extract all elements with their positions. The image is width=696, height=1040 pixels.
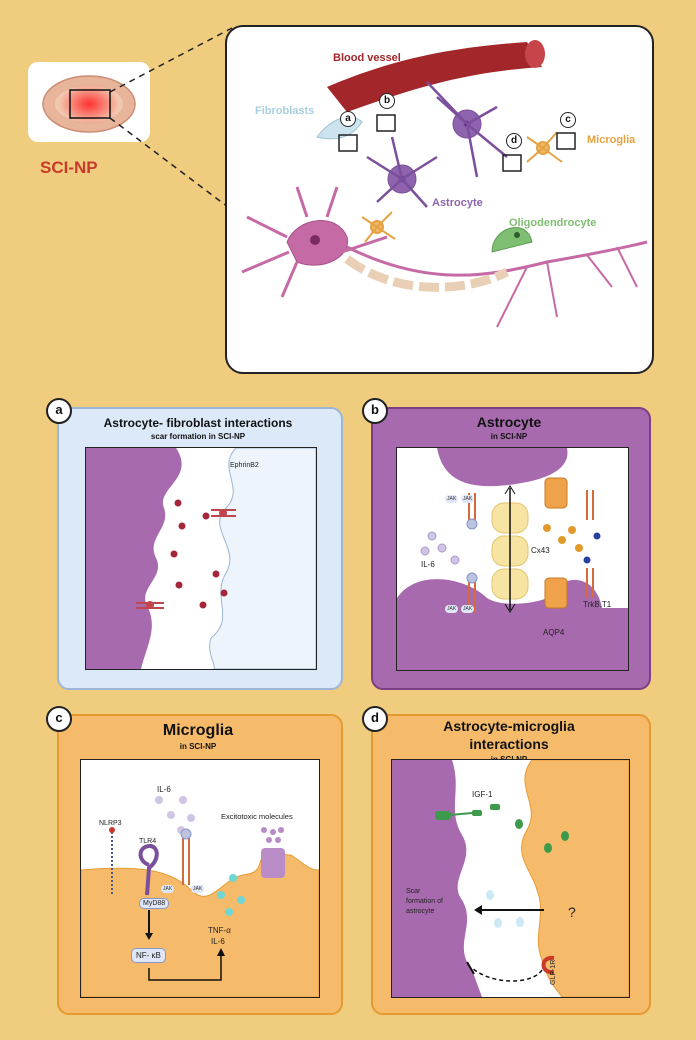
glp1r-receptor (541, 955, 555, 975)
panel-d-badge: d (362, 706, 388, 732)
panel-b-title: Astrocyte (476, 414, 542, 430)
il6-dots (155, 796, 195, 834)
neuron-shape (241, 186, 648, 328)
oligodendrocyte-label: Oligodendrocyte (509, 217, 597, 229)
marker-d: d (506, 133, 522, 149)
panel-d-title-line1: Astrocyte-microglia (443, 718, 575, 734)
panel-d-title-line2: interactions (469, 736, 549, 752)
secreted-dots (486, 890, 524, 928)
fibroblast-membrane (209, 448, 316, 669)
question-mark: ? (568, 904, 576, 920)
jak-label-c2: JAK (191, 885, 205, 893)
il6-dots (420, 531, 460, 565)
aqp4-label: AQP4 (543, 628, 565, 637)
panel-d-diagram: IGF-1 Scar formation of astrocyte ? GLP-… (391, 759, 630, 998)
myd88-label: MyD88 (139, 898, 170, 909)
jak-label-4: JAK (461, 605, 475, 613)
panel-a-diagram: EphrinB2 (85, 447, 317, 670)
arrow-to-tnf (148, 952, 222, 981)
cx43-label: Cx43 (531, 546, 550, 555)
region-markers (338, 114, 576, 172)
panel-a-subtitle: scar formation in SCI-NP (150, 432, 246, 441)
panel-b-badge: b (362, 398, 388, 424)
excitotoxic-channel (261, 827, 285, 878)
ion-dots-orange (543, 524, 583, 552)
overview-frame: Blood vessel Fibroblasts Microglia Astro… (225, 25, 654, 374)
astrocyte-shapes (366, 81, 508, 208)
panel-c-subtitle: in SCI-NP (179, 742, 217, 751)
scar-label-line1: Scar (406, 888, 421, 895)
igf1-label: IGF-1 (472, 790, 493, 799)
astrocyte-label: Astrocyte (432, 197, 483, 209)
il6-receptor (182, 838, 190, 885)
cytokine-dots (217, 874, 245, 916)
panel-b-subtitle: in SCI-NP (490, 432, 528, 441)
nlrp3-chain (109, 827, 115, 895)
igf1-dots (472, 804, 569, 853)
jak-label-1: JAK (445, 495, 459, 503)
spinal-cord-thumbnail-card (28, 62, 150, 142)
sci-np-label: SCI-NP (40, 158, 98, 177)
astrocyte-membrane (392, 760, 482, 997)
igf1-receptor (435, 811, 473, 820)
ephrin-receptor (136, 509, 236, 609)
spinal-cord-cross-section-icon (42, 75, 136, 133)
jak-label-c1: JAK (161, 885, 175, 893)
signal-dots (170, 499, 228, 609)
panel-a-title: Astrocyte- fibroblast interactions (103, 416, 293, 430)
microglia-shapes (361, 131, 563, 243)
inhibition-path (471, 967, 543, 982)
il6-label: IL-6 (421, 560, 435, 569)
il6-output-label: IL-6 (211, 937, 225, 946)
oligodendrocyte-shape (491, 227, 533, 253)
nlrp3-label: NLRP3 (99, 820, 122, 827)
panel-c-badge: c (46, 706, 72, 732)
il6-top-label: IL-6 (157, 785, 171, 794)
scar-label-line2: formation of (406, 898, 443, 905)
excitotoxic-label: Excitotoxic molecules (221, 812, 293, 821)
tlr4-receptor (138, 844, 159, 896)
tlr4-label: TLR4 (139, 838, 157, 845)
blood-vessel-label: Blood vessel (333, 52, 401, 64)
microglia-label: Microglia (587, 134, 636, 146)
marker-a: a (340, 111, 356, 127)
trkb-receptors (586, 490, 594, 598)
zoom-connector-lines (109, 27, 233, 211)
marker-c: c (560, 112, 576, 128)
nfkb-label: NF- κB (131, 948, 166, 963)
jak-label-2: JAK (461, 495, 475, 503)
astrocyte-membrane (86, 448, 182, 669)
tnf-label: TNF-α (208, 926, 231, 935)
panel-c-title: Microglia (162, 722, 234, 739)
aqp4-channels (544, 477, 568, 609)
trkb-label: TrkB.T1 (583, 600, 612, 609)
panel-a-badge: a (46, 398, 72, 424)
scar-label-line3: astrocyte (406, 908, 435, 915)
marker-b: b (379, 93, 395, 109)
panel-b-diagram: JAK JAK JAK JAK IL-6 Cx43 TrkB.T1 AQP4 (396, 447, 629, 671)
jak-label-3: JAK (445, 605, 459, 613)
fibroblasts-label: Fibroblasts (255, 105, 315, 117)
glp1r-label: GLP-1R (550, 959, 557, 985)
ion-dots-blue (583, 532, 601, 564)
panel-c-diagram: IL-6 NLRP3 TLR4 MyD88 NF- κB TNF-α IL-6 … (80, 759, 320, 998)
ephrinb2-label: EphrinB2 (230, 462, 259, 469)
microglia-membrane (521, 760, 629, 997)
